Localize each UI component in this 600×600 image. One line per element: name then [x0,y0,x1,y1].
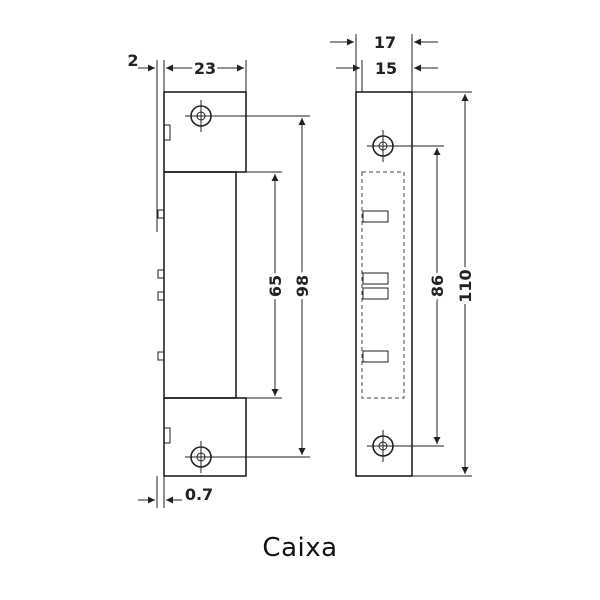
left-notch-top [164,124,171,141]
right-pocket-outline [361,171,405,399]
dim-left-width: 23 [194,59,216,78]
dim-left-edge: 2 [127,51,138,70]
left-notch-bottom [164,427,171,444]
caption-label: Caixa [262,533,338,563]
dim-left-inner-height: 65 [266,275,285,297]
right-slot-1 [362,210,389,223]
dim-left-total-height: 98 [293,275,312,297]
left-bottom-block [163,397,247,477]
left-tab-2 [157,269,165,279]
right-view: 17 15 86 110 [330,33,478,477]
dim-right-inner-width: 15 [375,59,397,78]
left-view: 23 2 0.7 65 98 [127,51,315,508]
dim-right-total-height: 110 [456,269,475,302]
left-middle-body [163,171,237,399]
left-top-block [163,91,247,173]
dim-right-hole-spacing: 86 [428,275,447,297]
right-plate [355,91,413,477]
right-screw-hole-bottom [367,430,399,462]
left-tab-1 [157,209,165,219]
dim-left-lip: 0.7 [185,485,213,504]
left-screw-hole-bottom [185,441,217,473]
left-screw-hole-top [185,100,217,132]
left-tab-4 [157,351,165,361]
right-screw-hole-top [367,130,399,162]
right-slot-3 [362,287,389,300]
dim-right-outer-width: 17 [374,33,396,52]
right-slot-4 [362,350,389,363]
right-slot-2 [362,272,389,285]
left-tab-3 [157,291,165,301]
